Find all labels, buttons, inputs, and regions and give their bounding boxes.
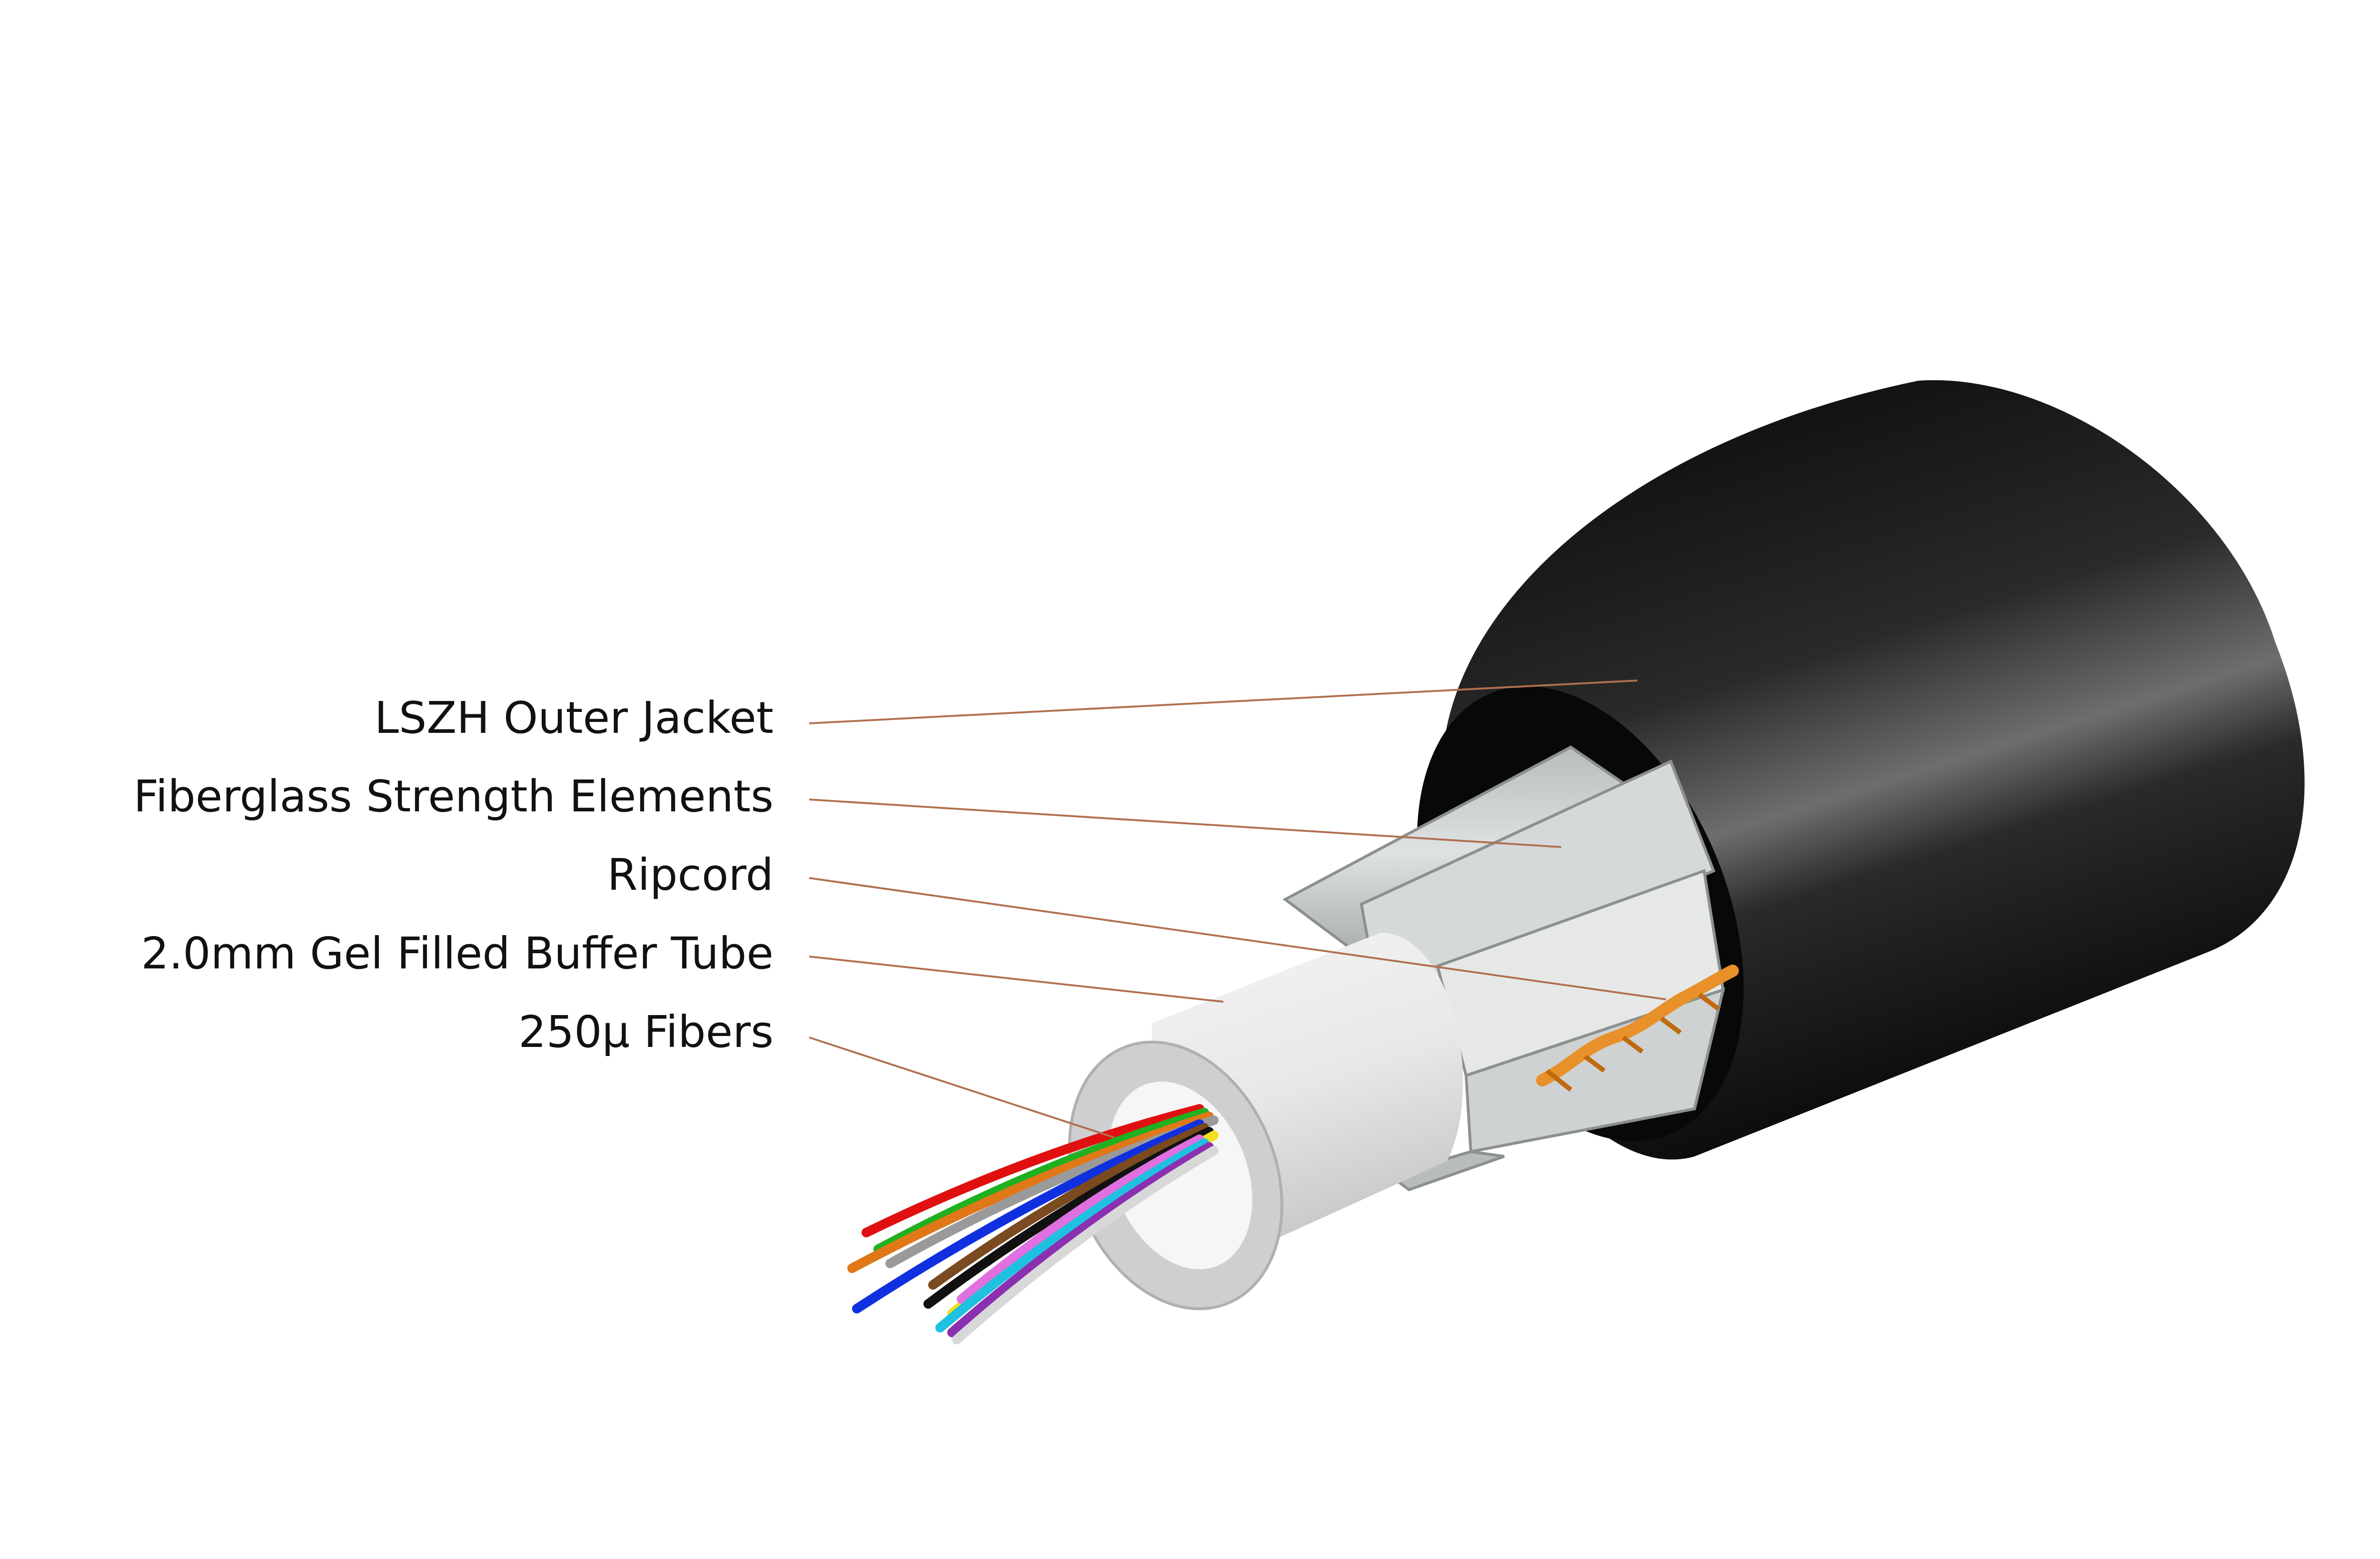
label-fibers: 250µ Fibers: [518, 1006, 774, 1057]
leader-lines: [809, 680, 1666, 1138]
ripcord-twist: [1545, 993, 1720, 1092]
label-outer-jacket: LSZH Outer Jacket: [375, 692, 774, 743]
label-ripcord: Ripcord: [607, 849, 774, 900]
labels: LSZH Outer Jacket Fiberglass Strength El…: [134, 692, 774, 1057]
fiber-5: [852, 1119, 1204, 1313]
leader-line-ripcord: [809, 877, 1666, 1000]
label-buffer-tube: 2.0mm Gel Filled Buffer Tube: [141, 928, 774, 979]
strength-element-lower: [1464, 987, 1726, 1154]
fiberglass-strength-elements: [1282, 745, 1726, 1192]
fiber-9: [957, 1135, 1204, 1304]
fiber-11: [947, 1142, 1214, 1337]
fiber-2: [873, 1108, 1209, 1254]
fiber-12: [952, 1146, 1219, 1344]
leader-line-outer-jacket: [809, 680, 1638, 724]
leader-line-strength-elements: [809, 799, 1562, 848]
fiber-10: [935, 1138, 1209, 1332]
fiber-6: [928, 1123, 1209, 1290]
fiber-1: [862, 1104, 1204, 1237]
fibers-bundle: [847, 1104, 1219, 1344]
ripcord: [1536, 965, 1739, 1086]
leader-line-fibers: [809, 1036, 1114, 1138]
fiber-3: [847, 1112, 1214, 1273]
label-strength-elements: Fiberglass Strength Elements: [134, 771, 774, 822]
leader-line-buffer-tube: [809, 956, 1224, 1003]
